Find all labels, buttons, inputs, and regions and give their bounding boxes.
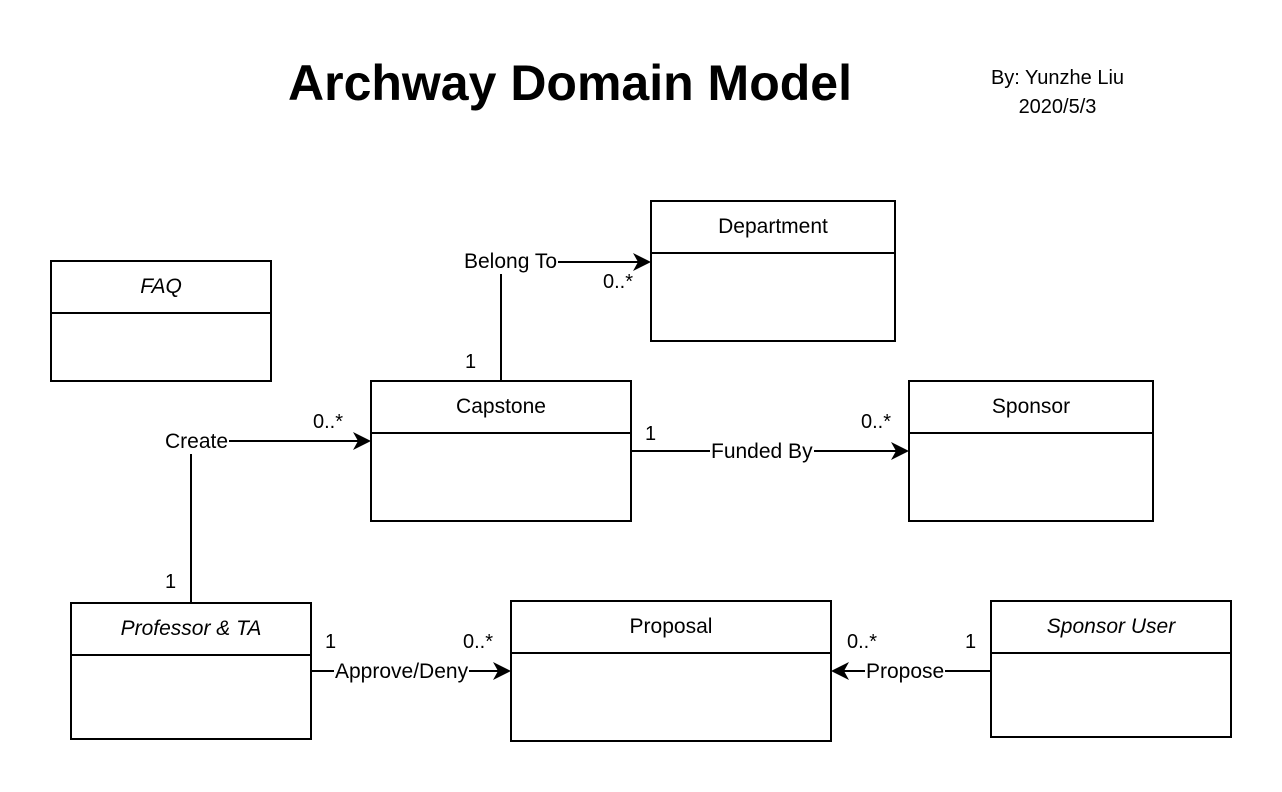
belong-to-label: Belong To [463, 250, 559, 274]
funded-by-target-multiplicity: 0..* [861, 411, 892, 433]
class-name: Department [652, 202, 894, 254]
class-proposal[interactable]: Proposal [510, 600, 832, 742]
author: By: Yunzhe Liu [990, 67, 1125, 89]
propose-arrowhead [831, 662, 849, 680]
diagram-title: Archway Domain Model [288, 55, 852, 111]
propose-target-multiplicity: 0..* [847, 631, 878, 653]
approve-deny-arrowhead [493, 662, 511, 680]
byline: By: Yunzhe Liu 2020/5/3 [950, 64, 1165, 122]
class-faq[interactable]: FAQ [50, 260, 272, 382]
propose-source-multiplicity: 1 [965, 631, 977, 653]
approve-deny-target-multiplicity: 0..* [463, 631, 494, 653]
class-professor-ta[interactable]: Professor & TA [70, 602, 312, 740]
class-sponsor[interactable]: Sponsor [908, 380, 1154, 522]
class-capstone[interactable]: Capstone [370, 380, 632, 522]
class-name: Sponsor User [992, 602, 1230, 654]
approve-deny-source-multiplicity: 1 [325, 631, 337, 653]
belong-to-source-multiplicity: 1 [465, 351, 477, 373]
create-arrowhead [353, 432, 371, 450]
approve-deny-label: Approve/Deny [334, 660, 470, 684]
date: 2020/5/3 [1018, 96, 1097, 118]
class-sponsor-user[interactable]: Sponsor User [990, 600, 1232, 738]
belong-to-arrowhead [633, 253, 651, 271]
create-label: Create [164, 430, 230, 454]
create-target-multiplicity: 0..* [313, 411, 344, 433]
propose-label: Propose [865, 660, 946, 684]
create-line [190, 440, 361, 603]
class-name: Professor & TA [72, 604, 310, 656]
belong-to-target-multiplicity: 0..* [603, 271, 634, 293]
class-name: FAQ [52, 262, 270, 314]
class-name: Capstone [372, 382, 630, 434]
class-name: Sponsor [910, 382, 1152, 434]
class-department[interactable]: Department [650, 200, 896, 342]
funded-by-label: Funded By [710, 440, 814, 464]
create-source-multiplicity: 1 [165, 571, 177, 593]
funded-by-arrowhead [891, 442, 909, 460]
class-name: Proposal [512, 602, 830, 654]
funded-by-source-multiplicity: 1 [645, 423, 657, 445]
